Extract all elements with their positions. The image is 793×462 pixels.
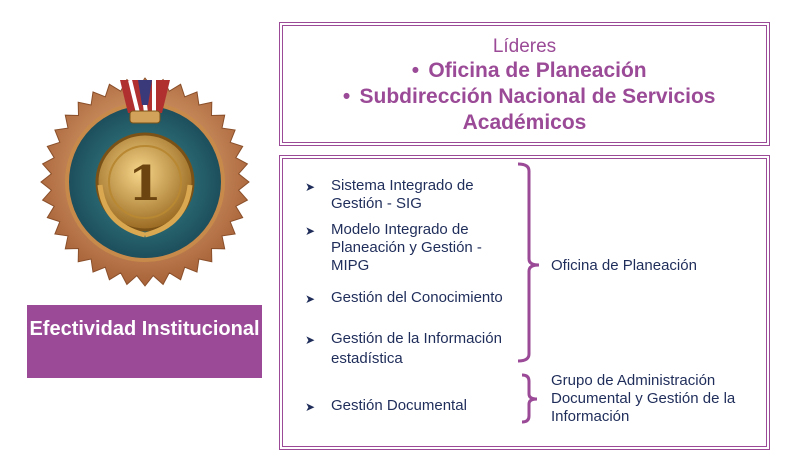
- arrow-bullet-icon: ➤: [305, 333, 316, 347]
- arrow-bullet-icon: ➤: [305, 224, 316, 238]
- leaders-title: Líderes: [492, 36, 557, 57]
- responsible-group: Grupo de Administración Documental y Ges…: [551, 372, 736, 425]
- process-item: ➤Gestión del Conocimiento: [305, 289, 503, 306]
- processes-box: ➤Sistema Integrado de Gestión - SIG ➤Mod…: [279, 155, 770, 450]
- leader-item: •Subdirección Nacional de Servicios Acad…: [283, 84, 766, 136]
- leader-item: •Oficina de Planeación: [283, 58, 766, 84]
- arrow-bullet-icon: ➤: [305, 400, 316, 414]
- medal-image: 1: [40, 77, 250, 287]
- process-item: ➤Gestión Documental: [305, 397, 467, 414]
- responsible-office: Oficina de Planeación: [551, 257, 697, 274]
- process-list: ➤Sistema Integrado de Gestión - SIG ➤Mod…: [305, 177, 520, 415]
- bullet-icon: •: [411, 59, 420, 82]
- bullet-icon: •: [342, 85, 351, 108]
- process-item: ➤Sistema Integrado de Gestión - SIG: [305, 177, 474, 212]
- category-label: Efectividad Institucional: [27, 305, 262, 378]
- arrow-bullet-icon: ➤: [305, 292, 316, 306]
- arrow-bullet-icon: ➤: [305, 180, 316, 194]
- leaders-box: Líderes •Oficina de Planeación •Subdirec…: [279, 22, 770, 146]
- process-item: ➤Gestión de la Información estadística: [305, 330, 502, 367]
- process-item: ➤Modelo Integrado de Planeación y Gestió…: [305, 221, 482, 274]
- medal-number: 1: [128, 156, 161, 212]
- brace-icon: [517, 162, 540, 424]
